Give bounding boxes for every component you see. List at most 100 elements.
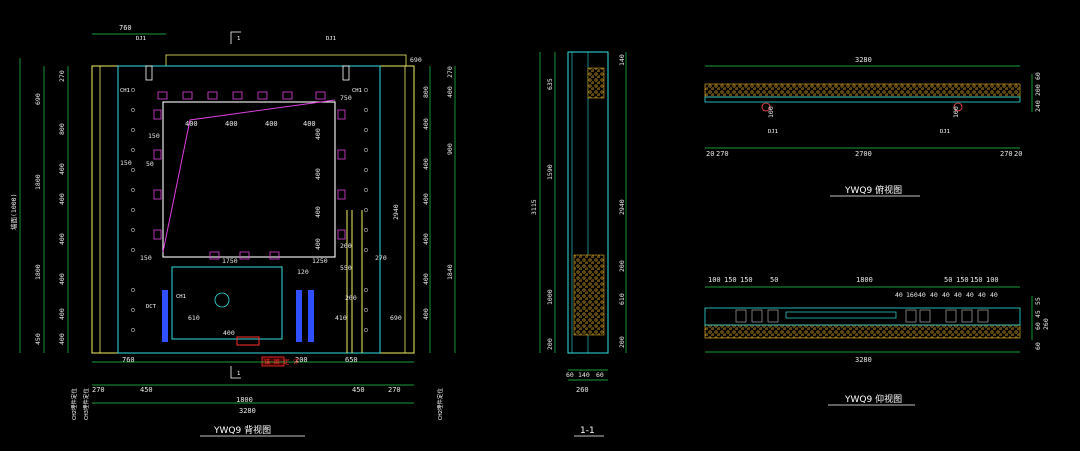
grid-dim-right-2: 400 — [314, 206, 322, 218]
bottom-view-total: 3280 — [855, 356, 872, 364]
misc-label-14: 400 — [223, 329, 235, 337]
front-view-marks — [131, 65, 368, 332]
top-side-label-0: 100 — [767, 106, 775, 118]
misc-label-16: 200 — [340, 242, 352, 250]
anchor-box-left-3 — [153, 229, 162, 240]
bottom-sub-dim-8: 40 — [990, 291, 998, 299]
anchor-box-right-3 — [337, 229, 346, 240]
bottom-embed-7 — [977, 309, 989, 323]
red-anchor-mark — [236, 336, 260, 346]
section-right-dim-2: 200 — [618, 260, 626, 272]
section-bottom-dim-2: 60 — [596, 371, 604, 379]
misc-label-7: 550 — [340, 264, 352, 272]
bolt-left-10 — [131, 308, 135, 312]
bottom-sub-dim-7: 40 — [978, 291, 986, 299]
section-view-title: 1-1 — [580, 426, 595, 436]
bottom-view-insulation-band — [704, 324, 1021, 339]
misc-label-2: 50 — [146, 160, 154, 168]
bottom-sub-dim-2: 40 — [918, 291, 926, 299]
bottom-top-dim-2: 150 — [740, 276, 753, 284]
bolt-right-0 — [364, 88, 368, 92]
bolt-left-3 — [131, 148, 135, 152]
misc-label-12: 410 — [335, 314, 347, 322]
bolt-left-11 — [131, 328, 135, 332]
section-left-total: 3115 — [530, 199, 538, 215]
bolt-left-0 — [131, 88, 135, 92]
tag-5: CH1 — [176, 294, 186, 300]
top-bottom-dim-1: 270 — [716, 150, 729, 158]
bottom-top-dim-3: 50 — [770, 276, 778, 284]
section-left-dim-2: 1000 — [546, 289, 554, 305]
top-tag-dj1-left: DJ1 — [768, 129, 778, 135]
lower-opening — [171, 266, 283, 340]
bottom-sub-dim-6: 40 — [966, 291, 974, 299]
top-anchor-right — [953, 102, 963, 112]
bolt-right-5 — [364, 188, 368, 192]
right-inner-dim-0: 800 — [422, 86, 430, 98]
bottom-right-dim-0: 55 — [1034, 297, 1042, 305]
left-outer-dim-2: 1800 — [34, 264, 42, 280]
misc-label-15: 200 — [345, 294, 357, 302]
left-vertical-note: 墙面(1000) — [9, 194, 18, 230]
top-side-label-1: 100 — [952, 106, 960, 118]
misc-label-9: 270 — [375, 254, 387, 262]
right-outer-dim-2: 900 — [446, 143, 454, 155]
misc-label-0: 150 — [148, 132, 160, 140]
anchor-box-left-0 — [153, 109, 162, 120]
warning-box — [261, 356, 285, 367]
bolt-left-7 — [131, 228, 135, 232]
bolt-right-4 — [364, 168, 368, 172]
bottom-right-dim-1: 45 — [1034, 310, 1042, 318]
bottom-sub-dim-4: 40 — [942, 291, 950, 299]
bottom-sub-dim-3: 40 — [930, 291, 938, 299]
section-insulation-bottom — [573, 254, 605, 336]
top-bottom-dim-2: 2700 — [855, 150, 872, 158]
opening-diagonal — [162, 99, 336, 253]
section-left-dim-0: 635 — [546, 78, 554, 90]
wall-outline-frame — [91, 65, 415, 354]
front-top-dim: 760 — [119, 24, 132, 32]
top-view-insulation-band — [704, 83, 1021, 98]
bolt-left-8 — [131, 248, 135, 252]
top-bottom-dim-4: 20 — [1014, 150, 1022, 158]
bolt-right-7 — [364, 228, 368, 232]
anchor-box-top-0 — [157, 91, 168, 100]
top-bottom-dim-3: 270 — [1000, 150, 1013, 158]
grid-dim-right-1: 400 — [314, 168, 322, 180]
tag-1: DJ1 — [326, 36, 336, 42]
grid-dim-right-0: 400 — [314, 128, 322, 140]
left-outer-dim-0: 690 — [34, 93, 42, 105]
top-right-dim-0: 60 — [1034, 72, 1042, 80]
misc-label-13: 610 — [188, 314, 200, 322]
anchor-box-top-3 — [232, 91, 243, 100]
section-right-dim-3: 610 — [618, 293, 626, 305]
bottom-top-dim-1: 150 — [724, 276, 737, 284]
bolt-right-10 — [364, 308, 368, 312]
right-outer-dim-4: 2940 — [392, 204, 400, 220]
anchor-box-left-2 — [153, 189, 162, 200]
section-bottom-dim-1: 140 — [578, 371, 590, 379]
right-inner-dim-2: 400 — [422, 158, 430, 170]
section-marker-top: 1 — [237, 36, 240, 42]
warning-label: 锚 固 定 详 — [264, 358, 299, 366]
bottom-sub-dim-5: 40 — [954, 291, 962, 299]
bottom-view-dim-1800: 1800 — [856, 276, 873, 284]
anchor-box-right-0 — [337, 109, 346, 120]
bolt-right-6 — [364, 208, 368, 212]
bottom-note-2: CH2埋件定位 — [436, 388, 444, 420]
top-right-dim-1: 200 — [1034, 84, 1042, 96]
bolt-left-4 — [131, 168, 135, 172]
left-inner-dim-1: 800 — [58, 123, 66, 135]
anchor-box-top-5 — [282, 91, 293, 100]
misc-label-10: 750 — [340, 94, 352, 102]
top-bottom-dim-0: 20 — [706, 150, 714, 158]
bottom-embed-0 — [735, 309, 747, 323]
bolt-right-3 — [364, 148, 368, 152]
bolt-left-6 — [131, 208, 135, 212]
anchor-box-left-1 — [153, 149, 162, 160]
anchor-box-top-6 — [315, 91, 326, 100]
